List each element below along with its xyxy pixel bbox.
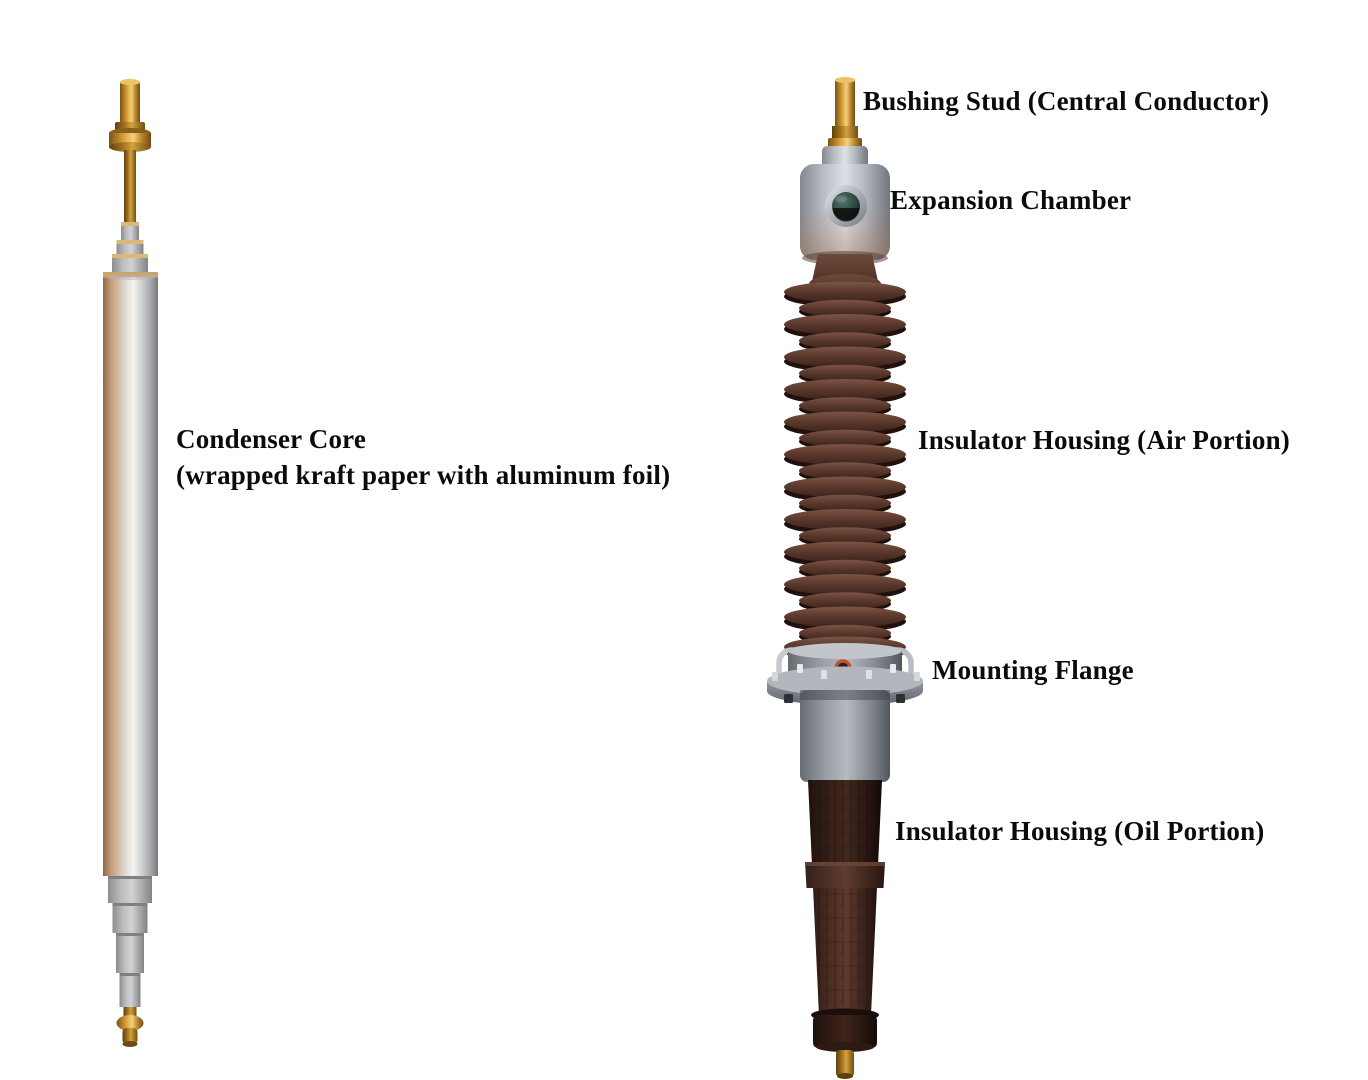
mounting-flange-graphic [767,643,923,708]
bushing-stud-graphic [828,77,862,150]
core-bottom-stud-graphic [116,1007,144,1047]
air-insulator-graphic [784,254,906,662]
condenser-core-graphic [103,79,158,1047]
label-bushing-stud: Bushing Stud (Central Conductor) [863,86,1270,116]
core-bottom-steps-graphic [108,876,152,1007]
label-condenser-core-line2: (wrapped kraft paper with aluminum foil) [176,460,671,490]
bushing-assembly-graphic [767,77,923,1079]
core-top-stud-graphic [109,79,151,224]
label-oil-insulator: Insulator Housing (Oil Portion) [895,816,1265,846]
core-top-steps-graphic [112,222,148,273]
sight-glass-icon [825,185,867,227]
label-mounting-flange: Mounting Flange [932,655,1134,685]
core-body-graphic [103,272,158,876]
label-air-insulator: Insulator Housing (Air Portion) [918,425,1290,455]
bushing-bottom-stud-graphic [836,1050,854,1079]
label-expansion-chamber: Expansion Chamber [890,185,1132,215]
expansion-chamber-graphic [800,146,890,265]
label-condenser-core: Condenser Core (wrapped kraft paper with… [176,421,670,493]
oil-insulator-graphic [800,690,890,1079]
label-condenser-core-line1: Condenser Core [176,424,367,454]
